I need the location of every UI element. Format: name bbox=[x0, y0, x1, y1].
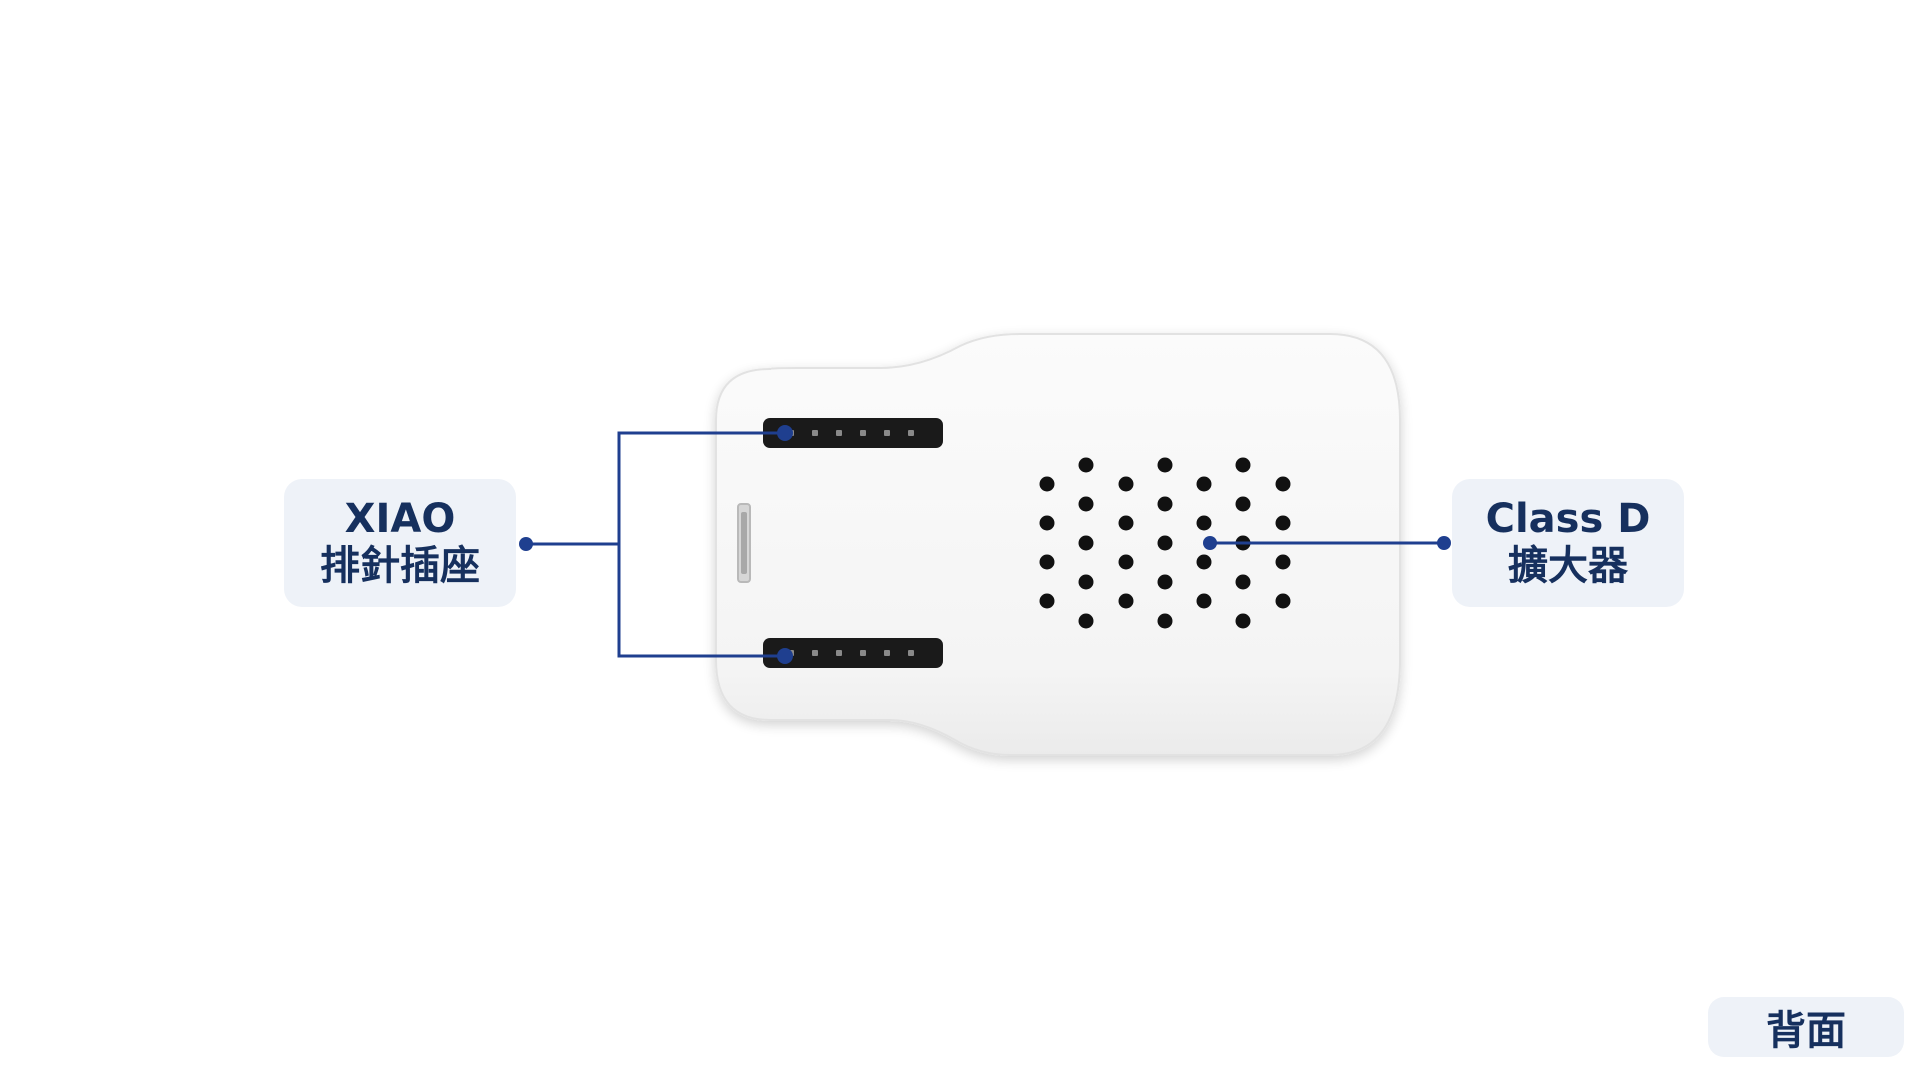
speaker-hole bbox=[1157, 496, 1173, 512]
speaker-hole bbox=[1118, 554, 1134, 570]
speaker-hole bbox=[1039, 476, 1055, 492]
xiao-header-dot-top bbox=[777, 425, 793, 441]
amp-dot-label bbox=[1437, 536, 1451, 550]
speaker-hole bbox=[1275, 515, 1291, 531]
callout-dots bbox=[519, 425, 1451, 664]
speaker-hole bbox=[1196, 515, 1212, 531]
xiao-header-label-line1: XIAO bbox=[344, 495, 456, 542]
speaker-hole bbox=[1275, 554, 1291, 570]
xiao-header-dot-left bbox=[519, 537, 533, 551]
speaker-hole bbox=[1039, 554, 1055, 570]
speaker-hole bbox=[1118, 476, 1134, 492]
speaker-hole bbox=[1157, 535, 1173, 551]
pin-header-bottom bbox=[763, 638, 943, 668]
speaker-hole bbox=[1235, 496, 1251, 512]
speaker-hole bbox=[1275, 593, 1291, 609]
class-d-amp-label: Class D 擴大器 bbox=[1452, 479, 1684, 607]
speaker-hole bbox=[1118, 515, 1134, 531]
speaker-hole bbox=[1157, 574, 1173, 590]
view-label-badge: 背面 bbox=[1708, 997, 1904, 1057]
speaker-hole bbox=[1039, 593, 1055, 609]
speaker-hole bbox=[1078, 535, 1094, 551]
speaker-hole bbox=[1078, 496, 1094, 512]
speaker-hole bbox=[1078, 613, 1094, 629]
speaker-hole bbox=[1235, 574, 1251, 590]
speaker-hole bbox=[1196, 593, 1212, 609]
speaker-hole bbox=[1118, 593, 1134, 609]
speaker-hole bbox=[1235, 457, 1251, 473]
speaker-hole bbox=[1157, 457, 1173, 473]
speaker-hole bbox=[1235, 613, 1251, 629]
speaker-grille bbox=[1039, 457, 1291, 629]
speaker-hole bbox=[1078, 574, 1094, 590]
xiao-header-label-line2: 排針插座 bbox=[320, 543, 480, 589]
xiao-header-dot-bottom bbox=[777, 648, 793, 664]
class-d-amp-label-line2: 擴大器 bbox=[1508, 543, 1628, 589]
xiao-header-label: XIAO 排針插座 bbox=[284, 479, 516, 607]
callout-lines bbox=[526, 431, 1444, 658]
speaker-hole bbox=[1196, 554, 1212, 570]
speaker-hole bbox=[1275, 476, 1291, 492]
class-d-amp-label-line1: Class D bbox=[1485, 495, 1651, 542]
pin-header-top bbox=[763, 418, 943, 448]
amp-dot-device bbox=[1203, 536, 1217, 550]
speaker-hole bbox=[1196, 476, 1212, 492]
speaker-hole bbox=[1078, 457, 1094, 473]
speaker-hole bbox=[1039, 515, 1055, 531]
speaker-hole bbox=[1157, 613, 1173, 629]
